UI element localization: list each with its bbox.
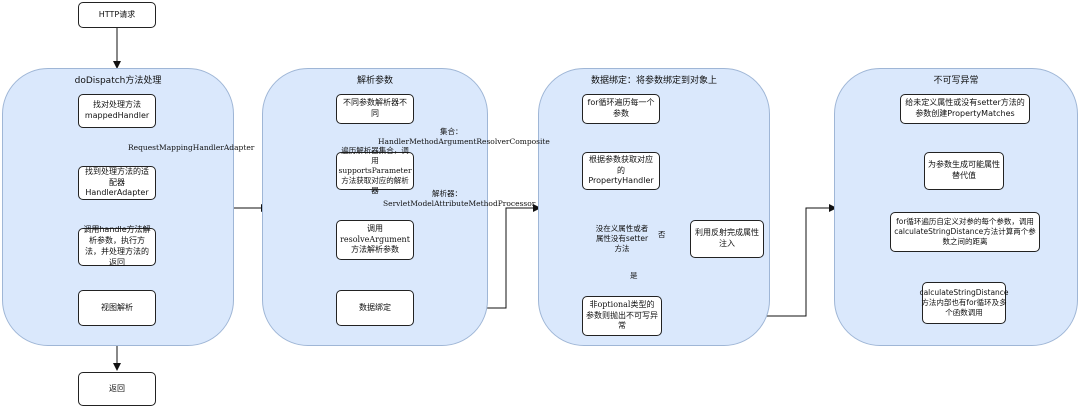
label-request-mapping-adapter: RequestMappingHandlerAdapter [128, 143, 255, 152]
lane3-property-handler: 根据参数获取对应的PropertyHandler [582, 152, 660, 190]
lane1-find-handler: 找对处理方法 mappedHandler [78, 94, 156, 128]
label-collection-prefix: 集合： [440, 127, 463, 136]
end-node: 返回 [78, 372, 156, 406]
lane-title-data-binding: 数据绑定：将参数绑定到对象上 [590, 76, 717, 86]
lane3-for-each-param: for循环遍历每一个参数 [582, 94, 660, 124]
lane2-iterate-resolvers: 遍历解析器集合，调用supportsParameter方法获取对应的解析器 [336, 146, 414, 195]
lane4-calc-distance-internals: calculateStringDistance方法内部也有for循环及多个函数调… [919, 282, 1009, 324]
lane1-find-adapter: 找到处理方法的适配器HandlerAdapter [78, 166, 156, 200]
lane-title-not-writable: 不可写异常 [933, 76, 979, 86]
decision-text: 没在义属性或者属性没有setter方法 [595, 224, 649, 253]
label-model-attribute-processor: ServletModelAttributeMethodProcessor [383, 199, 536, 208]
lane3-throw-not-writable: 非optional类型的参数则抛出不可写异常 [582, 296, 662, 336]
start-node: HTTP请求 [78, 2, 156, 28]
lane2-data-binding: 数据绑定 [336, 290, 414, 326]
lane2-resolve-argument: 调用resolveArgument 方法解析参数 [336, 220, 414, 260]
lane-title-parse-params: 解析参数 [356, 76, 393, 86]
label-resolver-prefix: 解析器： [432, 189, 462, 198]
lane4-for-each-calc-distance: for循环遍历自定义对参的每个参数，调用calculateStringDista… [890, 212, 1040, 252]
lane1-call-handle: 调用handle方法解析参数，执行方法，并处理方法的返回 [78, 225, 156, 267]
lane-title-dodispatch: doDispatch方法处理 [74, 76, 162, 86]
lane4-generate-alternatives: 为参数生成可能属性替代值 [924, 152, 1004, 190]
label-yes: 是 [630, 271, 638, 280]
lane2-different-resolvers: 不同参数解析器不同 [336, 94, 414, 124]
label-resolver-composite: HandlerMethodArgumentResolverComposite [378, 137, 550, 146]
label-no: 否 [658, 230, 666, 239]
lane1-view-resolve: 视图解析 [78, 290, 156, 326]
lane4-create-property-matches: 给未定义属性或没有setter方法的参数创建PropertyMatches [900, 94, 1030, 124]
lane3-reflection-inject: 利用反射完成属性注入 [690, 220, 764, 258]
